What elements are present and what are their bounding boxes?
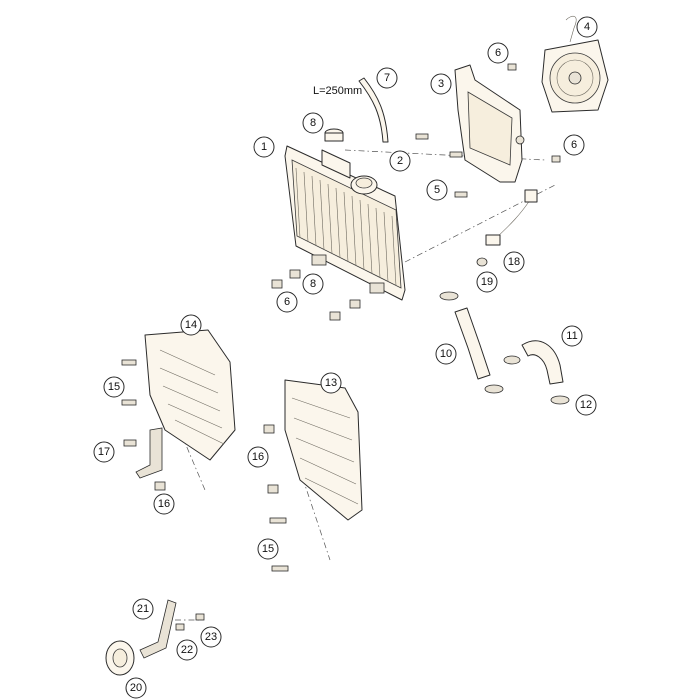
callout-22: 22 xyxy=(176,639,198,661)
svg-text:14: 14 xyxy=(185,319,197,331)
callout-15a: 15 xyxy=(103,376,125,398)
callout-23: 23 xyxy=(200,626,222,648)
callout-1: 1 xyxy=(253,136,275,158)
svg-text:2: 2 xyxy=(397,155,403,167)
left-radiator-guard xyxy=(135,329,236,479)
callout-19: 19 xyxy=(476,271,498,293)
svg-text:16: 16 xyxy=(158,498,170,510)
callout-8b: 8 xyxy=(302,273,324,295)
callout-18: 18 xyxy=(503,251,525,273)
callout-6b: 6 xyxy=(563,134,585,156)
svg-text:18: 18 xyxy=(508,256,520,268)
svg-text:3: 3 xyxy=(438,78,444,90)
callout-6c: 6 xyxy=(276,291,298,313)
svg-text:23: 23 xyxy=(205,631,217,643)
elbow-hose xyxy=(503,340,570,405)
callout-13: 13 xyxy=(320,372,342,394)
callout-10: 10 xyxy=(435,343,457,365)
svg-text:10: 10 xyxy=(440,348,452,360)
overflow-hose xyxy=(358,77,389,143)
svg-text:20: 20 xyxy=(130,682,142,694)
callout-21: 21 xyxy=(132,598,154,620)
callout-16b: 16 xyxy=(153,493,175,515)
callout-8a: 8 xyxy=(302,112,324,134)
callout-16a: 16 xyxy=(247,446,269,468)
radiator-cap xyxy=(324,128,344,142)
filler-clamp xyxy=(350,175,378,195)
svg-text:4: 4 xyxy=(584,21,590,33)
hose-length-note: L=250mm xyxy=(313,85,362,97)
callout-3: 3 xyxy=(430,73,452,95)
right-radiator-guard xyxy=(284,379,363,521)
svg-text:8: 8 xyxy=(310,278,316,290)
callout-12: 12 xyxy=(575,394,597,416)
svg-text:6: 6 xyxy=(571,139,577,151)
svg-text:11: 11 xyxy=(566,330,577,342)
svg-text:6: 6 xyxy=(495,47,501,59)
callout-20: 20 xyxy=(125,677,147,699)
callout-15b: 15 xyxy=(257,538,279,560)
temperature-sensor xyxy=(476,189,538,267)
radiator xyxy=(284,145,406,301)
callout-2: 2 xyxy=(389,150,411,172)
svg-text:19: 19 xyxy=(481,276,493,288)
callout-7: 7 xyxy=(376,67,398,89)
horn xyxy=(105,599,205,676)
svg-text:13: 13 xyxy=(325,377,337,389)
svg-text:1: 1 xyxy=(261,141,267,153)
callout-6a: 6 xyxy=(487,42,509,64)
svg-text:15: 15 xyxy=(108,381,120,393)
svg-text:7: 7 xyxy=(384,72,390,84)
callout-11: 11 xyxy=(561,325,583,347)
svg-text:22: 22 xyxy=(181,644,193,656)
svg-text:16: 16 xyxy=(252,451,264,463)
callout-14: 14 xyxy=(180,314,202,336)
callout-5: 5 xyxy=(426,179,448,201)
lower-hose xyxy=(439,291,504,394)
svg-text:5: 5 xyxy=(434,184,440,196)
svg-text:8: 8 xyxy=(310,117,316,129)
svg-text:15: 15 xyxy=(262,543,274,555)
guard-fasteners xyxy=(121,269,361,572)
cooling-fan xyxy=(541,15,609,113)
svg-text:21: 21 xyxy=(137,603,149,615)
svg-text:12: 12 xyxy=(580,399,592,411)
svg-text:17: 17 xyxy=(98,446,110,458)
shroud-fasteners xyxy=(415,63,561,198)
svg-text:6: 6 xyxy=(284,296,290,308)
fan-shroud xyxy=(454,64,525,183)
callout-17: 17 xyxy=(93,441,115,463)
callout-4: 4 xyxy=(576,16,598,38)
